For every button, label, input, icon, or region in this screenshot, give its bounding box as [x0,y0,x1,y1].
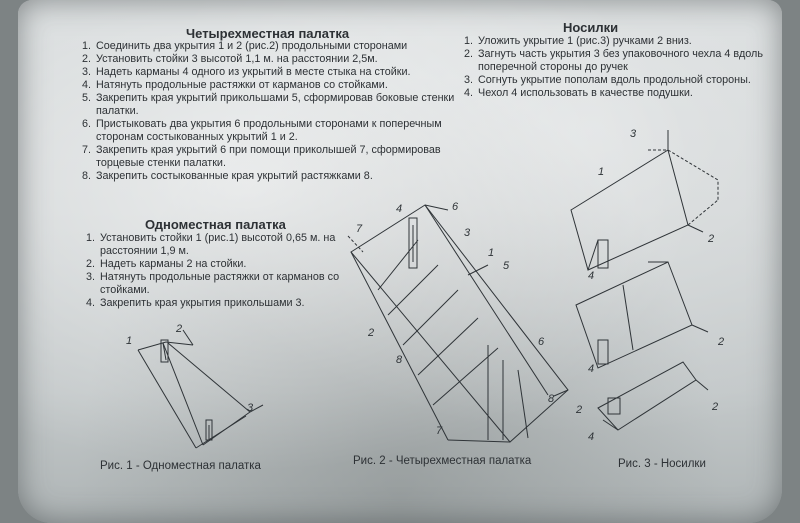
fig2-label: 6 [538,336,545,348]
fig3-label: 1 [598,166,604,178]
fig3-label: 2 [717,336,724,348]
stretcher-step: Чехол 4 использовать в качестве подушки. [476,87,766,100]
fig3-label: 4 [588,270,594,282]
fig3-label: 4 [588,431,594,443]
stretcher-step: Согнуть укрытие пополам вдоль продольной… [476,74,766,87]
fig2-label: 1 [488,247,494,259]
tent-instruction-sheet: Четырехместная палатка Соединить два укр… [18,0,782,523]
fig2-label: 4 [396,203,402,215]
stretcher-step: Уложить укрытие 1 (рис.3) ручками 2 вниз… [476,35,766,48]
figure-1-one-person-tent: 1 2 3 [126,323,264,449]
fig2-label: 5 [503,260,510,272]
figure-1-caption: Рис. 1 - Одноместная палатка [100,460,261,472]
one-tent-step: Надеть карманы 2 на стойки. [98,258,388,271]
four-tent-step: Соединить два укрытия 1 и 2 (рис.2) прод… [94,40,489,53]
figure-2-caption: Рис. 2 - Четырехместная палатка [353,455,532,467]
stretcher-heading: Носилки [563,20,619,35]
four-tent-step: Надеть карманы 4 одного из укрытий в мес… [94,66,489,79]
figure-3-caption: Рис. 3 - Носилки [618,458,706,470]
fig1-label: 1 [126,335,132,347]
figures-drawing: 1 2 3 7 4 6 3 1 [126,128,724,449]
fig2-label: 2 [367,327,374,339]
four-tent-step: Закрепить состыкованные края укрытий рас… [94,170,489,183]
one-tent-step: Натянуть продольные растяжки от карманов… [98,271,388,297]
four-tent-step: Закрепить края укрытий 6 при помощи прик… [94,144,489,170]
four-tent-step: Установить стойки 3 высотой 1,1 м. на ра… [94,53,489,66]
one-tent-step: Установить стойки 1 (рис.1) высотой 0,65… [98,232,388,258]
fig1-label: 3 [247,402,254,414]
figure-2-four-person-tent: 7 4 6 3 1 5 2 8 6 8 7 [347,201,569,443]
fig3-label: 2 [707,233,714,245]
fig3-label: 2 [711,401,718,413]
stretcher-step: Загнуть часть укрытия 3 без упаковочного… [476,48,766,74]
fig2-label: 8 [396,354,403,366]
four-tent-step: Закрепить края укрытий прикольшами 5, сф… [94,92,489,118]
four-tent-step: Натянуть продольные растяжки от карманов… [94,79,489,92]
four-tent-step: Пристыковать два укрытия 6 продольными с… [94,118,489,144]
stretcher-steps: Уложить укрытие 1 (рис.3) ручками 2 вниз… [458,35,766,100]
figure-3-stretcher: 3 1 2 4 4 2 2 4 2 [570,128,724,443]
four-tent-heading: Четырехместная палатка [186,26,350,41]
four-tent-steps: Соединить два укрытия 1 и 2 (рис.2) прод… [76,40,489,183]
fig2-label: 3 [464,227,471,239]
fig1-label: 2 [175,323,182,335]
fig2-label: 8 [548,393,555,405]
fig3-label: 3 [630,128,637,140]
fig2-label: 6 [452,201,459,213]
fig3-label: 4 [588,363,594,375]
one-tent-steps: Установить стойки 1 (рис.1) высотой 0,65… [80,232,388,310]
fig2-label: 7 [356,223,363,235]
fig2-label: 7 [436,425,443,437]
fig3-label: 2 [575,404,582,416]
one-tent-step: Закрепить края укрытия прикольшами 3. [98,297,388,310]
one-tent-heading: Одноместная палатка [145,217,286,232]
